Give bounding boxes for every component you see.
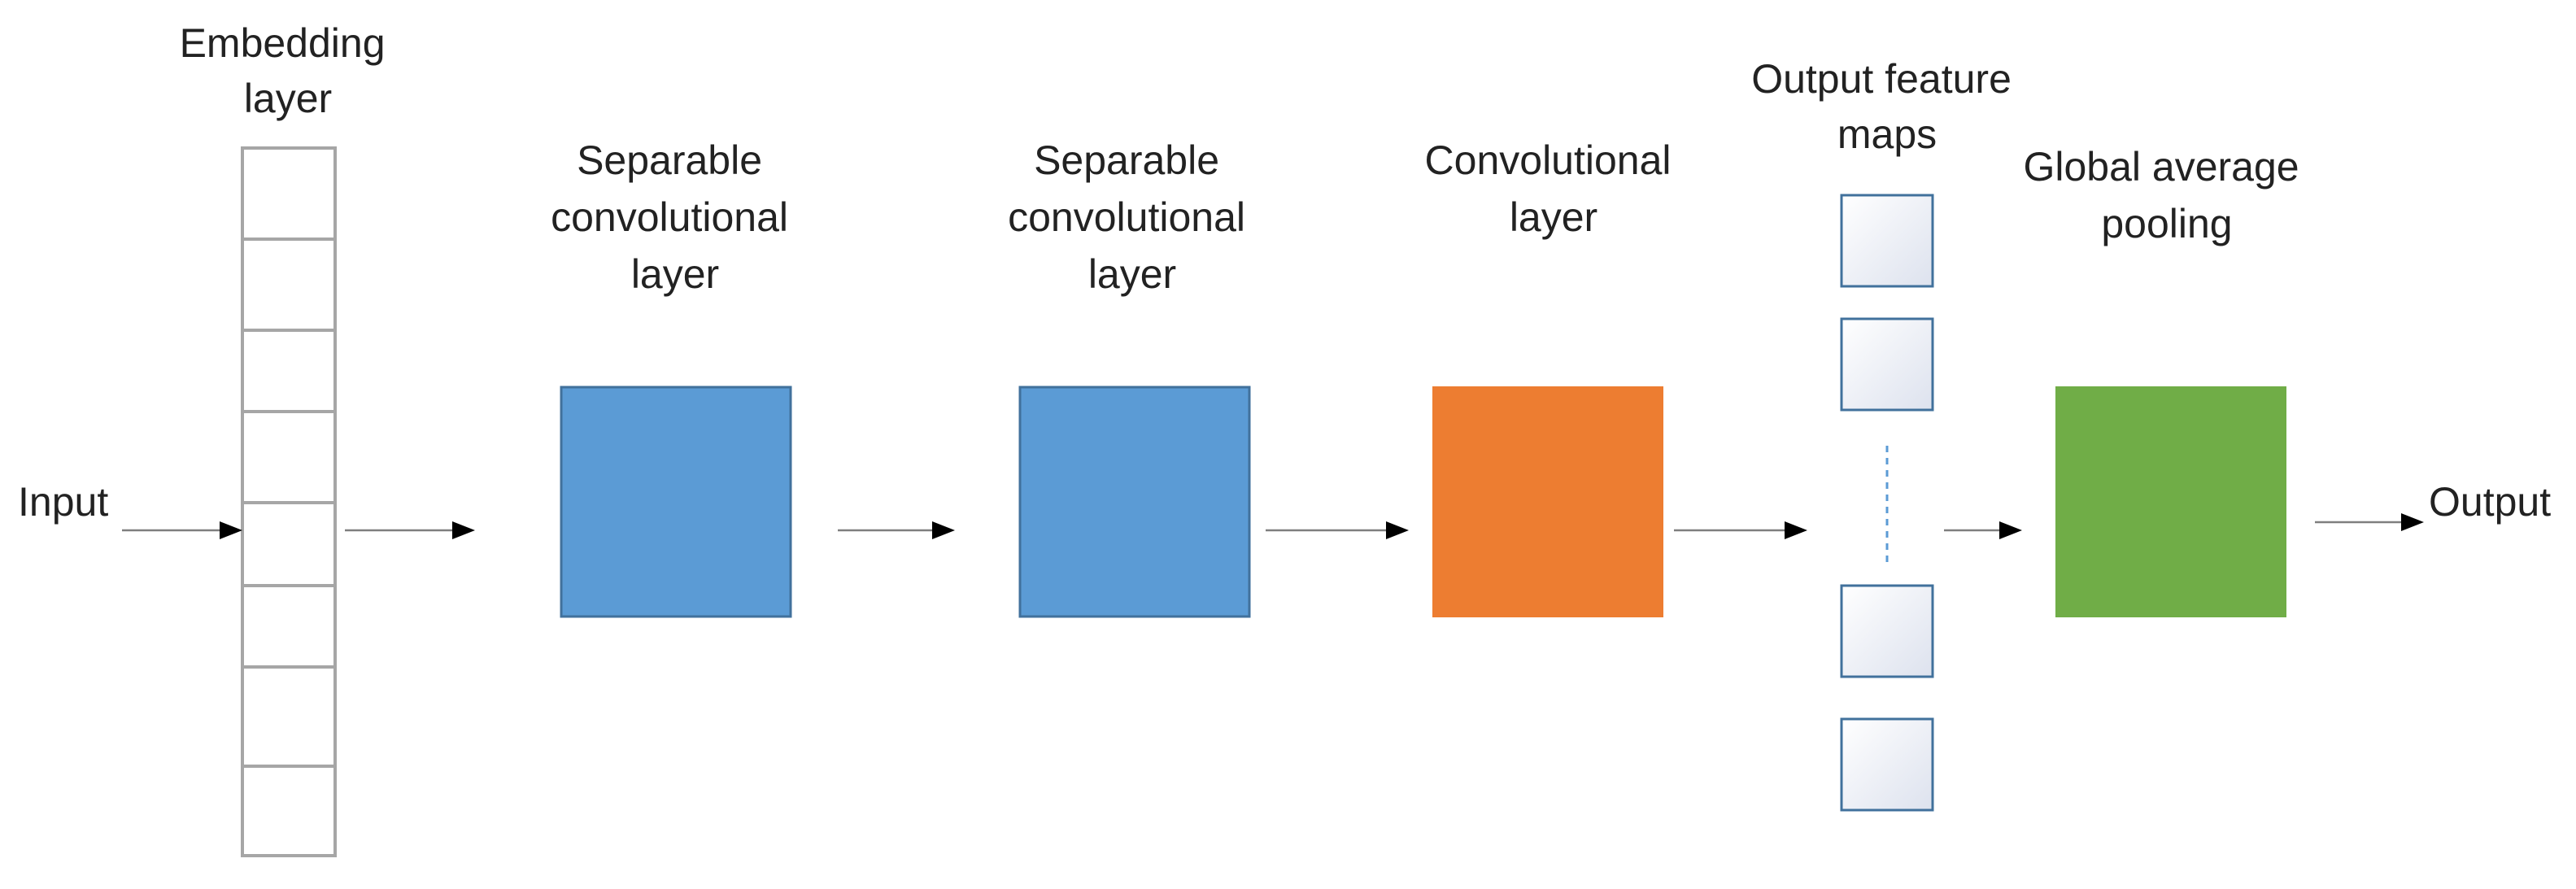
conv-layer-block [1432,386,1663,617]
embedding-cell [241,584,337,669]
feature-maps-label: Output feature maps [1751,56,2023,157]
feature-map [1840,194,1934,288]
embedding-cell [241,501,337,587]
arrow-separable-2-to-conv [1266,521,1409,539]
feature-map [1840,317,1934,412]
global-pooling-block [2055,386,2286,617]
feature-map [1840,584,1934,678]
embedding-layer-label: Embedding layer [180,20,397,121]
separable-conv-2-label: Separable convolutional layer [1008,137,1257,297]
embedding-cell [241,410,337,504]
input-label: Input [18,479,108,525]
output-label: Output [2429,479,2551,525]
arrow-conv-to-feature-maps [1674,521,1807,539]
embedding-cell [241,765,337,857]
embedding-cell [241,665,337,768]
feature-map [1840,717,1934,812]
embedding-cell [241,329,337,413]
separable-conv-2-block [1018,386,1251,618]
embedding-layer [241,146,337,857]
separable-conv-1-label: Separable convolutional layer [551,137,800,297]
embedding-cell [241,238,337,332]
output-arrow [2315,513,2424,531]
arrow-feature-maps-to-pooling [1944,521,2022,539]
arrow-separable-1-to-separable-2 [838,521,955,539]
conv-layer-label: Convolutional layer [1425,137,1683,240]
separable-conv-1-block [560,386,792,618]
input-arrow [122,521,242,539]
output-feature-maps [1840,194,1934,812]
global-pooling-label: Global average pooling [2023,144,2310,246]
embedding-cell [241,146,337,241]
arrow-embedding-to-separable-1 [345,521,475,539]
